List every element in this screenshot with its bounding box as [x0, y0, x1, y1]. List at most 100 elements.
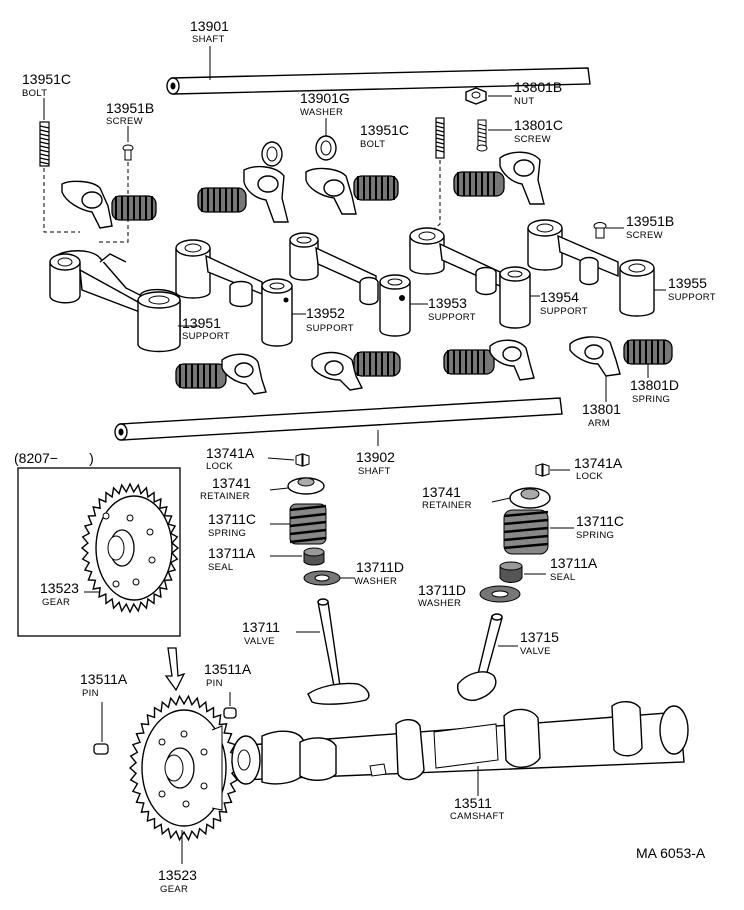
svg-text:13951C: 13951C	[22, 71, 71, 87]
callout-13801d: 13801D SPRING	[630, 377, 679, 405]
svg-text:SEAL: SEAL	[550, 572, 576, 583]
svg-text:SPRING: SPRING	[208, 528, 246, 539]
nut	[465, 87, 487, 105]
lower-rocker-shaft	[114, 397, 563, 441]
svg-text:13952: 13952	[306, 305, 345, 321]
rocker-arm-13801	[569, 336, 673, 377]
callout-13901g: 13901G WASHER	[300, 90, 350, 118]
inset-box	[17, 467, 181, 637]
svg-text:13715: 13715	[520, 629, 559, 645]
callout-13952: 13952 SUPPORT	[306, 305, 354, 334]
svg-text:GEAR: GEAR	[42, 597, 70, 608]
svg-text:13801: 13801	[582, 401, 621, 417]
callout-13953: 13953 SUPPORT	[428, 295, 476, 323]
svg-text:13711D: 13711D	[418, 582, 466, 598]
svg-text:VALVE: VALVE	[520, 646, 551, 657]
svg-text:13711: 13711	[242, 619, 280, 635]
valve-washer-right	[479, 585, 521, 603]
adjust-screw	[476, 119, 488, 152]
svg-text:WASHER: WASHER	[354, 576, 397, 587]
svg-text:13711C: 13711C	[208, 511, 256, 527]
callout-13951b-left: 13951B SCREW	[106, 100, 154, 127]
valve-lock-right	[535, 463, 550, 477]
rocker-arm-upper-2	[197, 165, 289, 223]
callout-13511a-left: 13511A PIN	[80, 671, 128, 699]
callout-13715: 13715 VALVE	[520, 629, 559, 657]
svg-text:13741: 13741	[212, 475, 251, 491]
svg-text:SCREW: SCREW	[514, 134, 551, 145]
washer-1	[261, 141, 283, 167]
svg-text:SUPPORT: SUPPORT	[540, 306, 588, 317]
washer-2	[315, 135, 337, 161]
dashed-leader	[43, 168, 80, 233]
svg-text:13954: 13954	[540, 289, 579, 305]
valve-retainer-right	[509, 487, 551, 509]
svg-text:SUPPORT: SUPPORT	[668, 292, 716, 303]
svg-text:13711D: 13711D	[356, 559, 404, 575]
svg-text:13953: 13953	[428, 295, 467, 311]
svg-text:SUPPORT: SUPPORT	[306, 323, 354, 334]
svg-text:LOCK: LOCK	[206, 461, 233, 472]
screw-left	[122, 144, 134, 161]
callout-13741-right: 13741 RETAINER	[422, 484, 472, 511]
callout-13951: 13951 SUPPORT	[182, 315, 230, 342]
svg-text:WASHER: WASHER	[418, 598, 461, 609]
svg-text:13741A: 13741A	[574, 455, 623, 471]
svg-text:ARM: ARM	[588, 418, 610, 429]
svg-text:13902: 13902	[356, 449, 395, 465]
svg-text:13523: 13523	[158, 867, 197, 883]
svg-text:SPRING: SPRING	[576, 530, 614, 541]
callout-13523-inset: 13523 GEAR	[40, 580, 79, 608]
rocker-arm-upper-3	[305, 167, 399, 215]
svg-text:BOLT: BOLT	[360, 139, 385, 150]
svg-text:13801C: 13801C	[514, 117, 563, 133]
stud-bolt-left	[39, 121, 50, 167]
svg-text:WASHER: WASHER	[300, 107, 343, 118]
svg-text:PIN: PIN	[82, 688, 99, 699]
rocker-arm-upper-1	[61, 180, 157, 229]
svg-text:13901G: 13901G	[300, 90, 350, 106]
valve-seal-left	[303, 547, 325, 566]
callout-13901: 13901 SHAFT	[190, 18, 229, 45]
valve-washer-left	[303, 570, 341, 586]
svg-text:LOCK: LOCK	[576, 471, 603, 482]
pin-right	[223, 707, 237, 719]
valve-lock-left	[295, 453, 310, 467]
callout-13711d-left: 13711D WASHER	[354, 559, 404, 587]
svg-text:RETAINER: RETAINER	[422, 500, 472, 511]
drawing-code: MA 6053-A	[636, 845, 706, 861]
rocker-arm-lower-2	[311, 351, 401, 391]
stud-bolt-middle	[435, 117, 445, 159]
svg-text:13523: 13523	[40, 580, 79, 596]
callout-13951c-left: 13951C BOLT	[22, 71, 71, 99]
support-13954	[409, 227, 531, 329]
svg-text:13711C: 13711C	[576, 513, 624, 529]
valve-seal-right	[499, 561, 523, 583]
svg-text:13511A: 13511A	[204, 661, 252, 677]
svg-text:13741: 13741	[422, 484, 461, 500]
rocker-arm-lower-1	[175, 353, 267, 395]
callout-13741a-right: 13741A LOCK	[574, 455, 623, 482]
svg-text:VALVE: VALVE	[244, 636, 275, 647]
svg-text:SHAFT: SHAFT	[358, 466, 391, 477]
callout-13711a-left: 13711A SEAL	[208, 545, 256, 573]
svg-text:13711A: 13711A	[550, 555, 598, 571]
rocker-arm-upper-4	[453, 151, 545, 205]
gear-inset	[80, 482, 180, 614]
svg-text:SHAFT: SHAFT	[192, 34, 225, 45]
svg-text:PIN: PIN	[206, 678, 223, 689]
svg-text:SEAL: SEAL	[208, 562, 234, 573]
svg-text:13741A: 13741A	[206, 445, 255, 461]
svg-text:SUPPORT: SUPPORT	[428, 312, 476, 323]
svg-text:SCREW: SCREW	[626, 230, 663, 241]
screw-right	[593, 222, 607, 239]
svg-text:13951B: 13951B	[626, 213, 674, 229]
callout-13951c-middle: 13951C BOLT	[360, 122, 409, 150]
support-13953	[289, 232, 411, 337]
callout-13711c-left: 13711C SPRING	[208, 511, 256, 539]
svg-text:13951C: 13951C	[360, 122, 409, 138]
callout-13801b: 13801B NUT	[514, 79, 562, 107]
svg-text:13955: 13955	[668, 275, 707, 291]
inset-range-label: (8207− )	[14, 450, 94, 466]
